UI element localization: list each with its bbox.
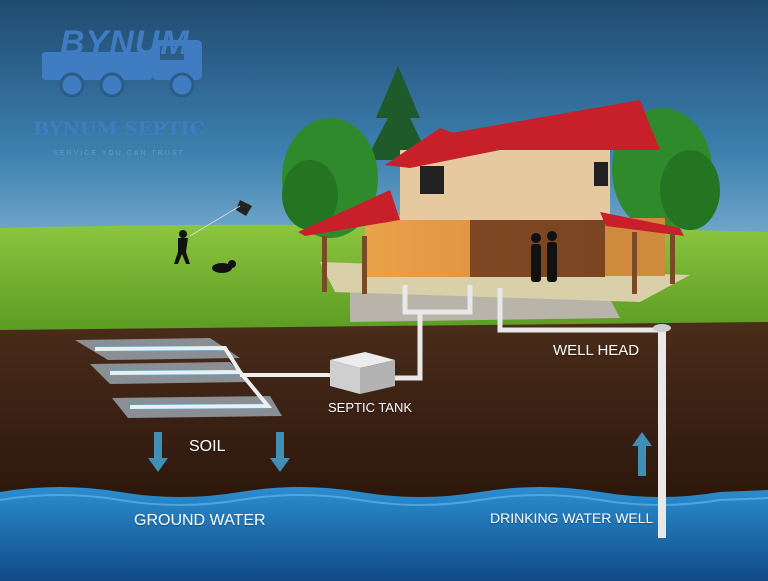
soil-label: SOIL [189, 438, 226, 455]
truck-icon [42, 40, 202, 98]
brand-name: BYNUM SEPTIC [33, 118, 205, 140]
brand-watermark: BYNUM BYNUM SEPTIC SERVICE YOU CAN TRUST [16, 10, 216, 160]
ground-water-label: GROUND WATER [134, 512, 266, 529]
arrow-up-icon [632, 432, 652, 476]
leach-field [75, 338, 340, 418]
septic-tank [330, 352, 395, 394]
brand-logo: BYNUM [42, 10, 212, 105]
well-head-label: WELL HEAD [553, 342, 640, 359]
groundwater-layer [0, 487, 768, 581]
dog-icon [212, 260, 236, 273]
roof [440, 100, 660, 150]
drinking-water-well-label: DRINKING WATER WELL [490, 510, 654, 526]
brand-tagline: SERVICE YOU CAN TRUST [53, 150, 185, 157]
child-silhouette [174, 230, 190, 264]
house-plumbing [395, 285, 662, 381]
arrow-down-icon [148, 432, 290, 472]
septic-tank-label: SEPTIC TANK [328, 400, 413, 415]
people-silhouettes [531, 231, 557, 282]
brand-logo-word: BYNUM [60, 24, 190, 62]
kite-icon [189, 200, 252, 237]
well-pipe [653, 324, 671, 538]
